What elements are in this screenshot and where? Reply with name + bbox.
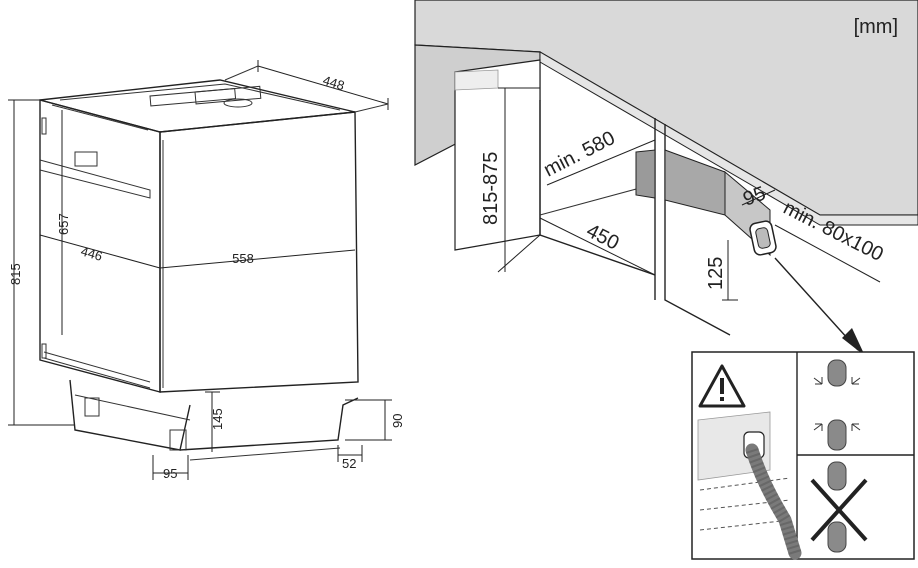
dim-90: 90	[390, 414, 405, 428]
dim-558: 558	[232, 251, 254, 266]
warning-triangle-icon	[698, 364, 746, 408]
dim-125: 125	[705, 257, 727, 290]
dishwasher-drawing	[39, 79, 359, 461]
niche-drawing	[414, 0, 918, 356]
dim-52: 52	[342, 456, 356, 471]
appliance-dimension-labels: 448 815 657 446 558 145 95 90 52	[8, 73, 405, 481]
hose-kinked-forbidden-icon	[810, 461, 868, 553]
dim-95-foot: 95	[163, 466, 177, 481]
dim-min-580: min. 580	[540, 127, 618, 181]
dim-446: 446	[79, 243, 104, 263]
dim-448: 448	[321, 73, 346, 94]
unit-label: [mm]	[854, 16, 898, 38]
dim-815: 815	[8, 263, 23, 285]
dim-815-875: 815-875	[480, 152, 502, 225]
hose-correct-icon	[813, 359, 861, 451]
appliance-dimension-lines	[8, 60, 392, 480]
dim-145: 145	[210, 408, 225, 430]
hose-detail-inset	[691, 351, 915, 560]
niche-dimension-lines	[497, 87, 881, 301]
dim-657: 657	[56, 213, 71, 235]
dim-450: 450	[583, 220, 623, 255]
